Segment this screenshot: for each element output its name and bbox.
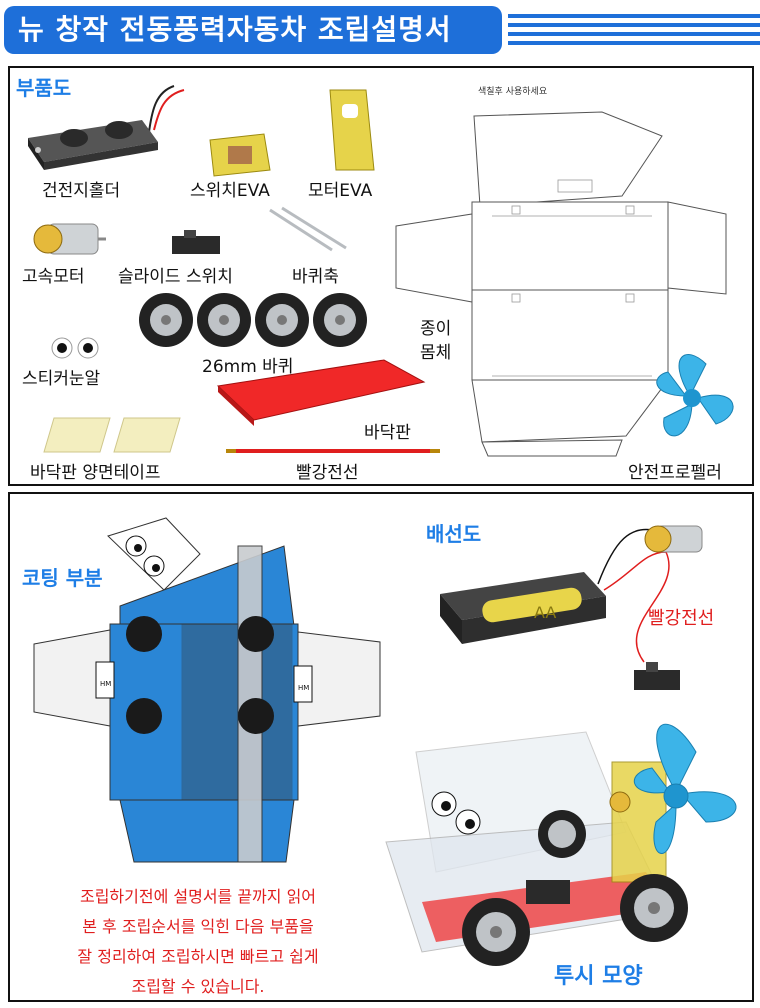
label-motor-eva: 모터EVA: [308, 181, 373, 201]
sticker-eyes-image: [51, 337, 99, 359]
label-slide-switch: 슬라이드 스위치: [118, 267, 233, 287]
rear-plate-text: HM: [298, 684, 309, 692]
coated-body-net: HM HM: [33, 517, 381, 863]
switch-diagram: [634, 662, 680, 690]
red-wire-image: [226, 449, 440, 453]
label-safety-propeller: 안전프로펠러: [628, 463, 722, 483]
page-header: 뉴 창작 전동풍력자동차 조립설명서: [0, 0, 760, 62]
note-line: 조립하기전에 설명서를 끝까지 읽어: [79, 887, 317, 906]
car-wheel: [462, 898, 530, 966]
battery-mark: AA: [534, 603, 556, 622]
battery-box-diagram: [440, 572, 606, 644]
wiring-red-wire-label: 빨강전선: [648, 608, 715, 629]
cartoon-eyes: [125, 535, 165, 577]
label-base-board: 바닥판: [364, 423, 411, 443]
wheel: [197, 293, 251, 347]
coating-part-title: 코팅 부분: [22, 566, 103, 590]
front-plate-text: HM: [100, 680, 111, 688]
label-paper-body-1: 종이: [420, 319, 452, 339]
battery-holder-image: [28, 85, 185, 170]
header-stripe: [508, 41, 760, 45]
high-speed-motor-image: [33, 223, 106, 255]
motor-eva-image: [329, 89, 375, 171]
safety-propeller-image: [656, 354, 734, 437]
switch-eva-image: [209, 133, 271, 177]
page-title: 뉴 창작 전동풍력자동차 조립설명서: [4, 6, 502, 54]
car-wheel: [620, 874, 688, 942]
base-board-image: [216, 359, 426, 426]
label-paper-body-2: 몸체: [420, 343, 452, 363]
label-wheel-26mm: 26mm 바퀴: [202, 357, 294, 377]
paper-body-net: [395, 111, 727, 457]
slide-switch-image: [172, 230, 220, 254]
label-wheel-axle: 바퀴축: [292, 267, 339, 287]
label-high-speed-motor: 고속모터: [22, 267, 85, 287]
body-wheel-marks: [126, 616, 274, 734]
header-stripe: [508, 23, 760, 27]
parts-panel: [8, 66, 754, 486]
wiring-diagram-image: AA: [440, 525, 703, 690]
wheel-axle-image: [269, 206, 347, 252]
wheel: [255, 293, 309, 347]
header-stripe: [508, 14, 760, 18]
label-sticker-eyes: 스티커눈알: [22, 369, 101, 389]
base-tape-image: [43, 417, 181, 453]
header-stripe: [508, 32, 760, 36]
wheel: [139, 293, 193, 347]
note-line: 본 후 조립순서를 익힌 다음 부품을: [82, 917, 314, 936]
wiring-diagram-title: 배선도: [426, 522, 482, 546]
propeller-large: [633, 723, 737, 854]
label-red-wire: 빨강전선: [296, 463, 359, 483]
car-wheel: [538, 810, 586, 858]
see-through-car-image: [385, 723, 737, 966]
car-eyes: [431, 791, 481, 835]
assembly-note: 조립하기전에 설명서를 끝까지 읽어 본 후 조립순서를 익힌 다음 부품을 잘…: [28, 882, 368, 1002]
assembly-panel: [8, 492, 754, 1002]
wheels-image: [139, 293, 367, 347]
see-through-title: 투시 모양: [554, 964, 643, 989]
note-line: 조립할 수 있습니다.: [131, 977, 265, 996]
label-base-tape: 바닥판 양면테이프: [30, 463, 161, 483]
wheel: [313, 293, 367, 347]
label-switch-eva: 스위치EVA: [190, 181, 270, 201]
note-line: 잘 정리하여 조립하시면 빠르고 쉽게: [77, 947, 319, 966]
label-battery-holder: 건전지홀더: [42, 181, 121, 201]
parts-section-title: 부품도: [16, 76, 72, 100]
motor-diagram: [644, 525, 703, 553]
paper-body-note: 색칠후 사용하세요: [478, 87, 548, 97]
